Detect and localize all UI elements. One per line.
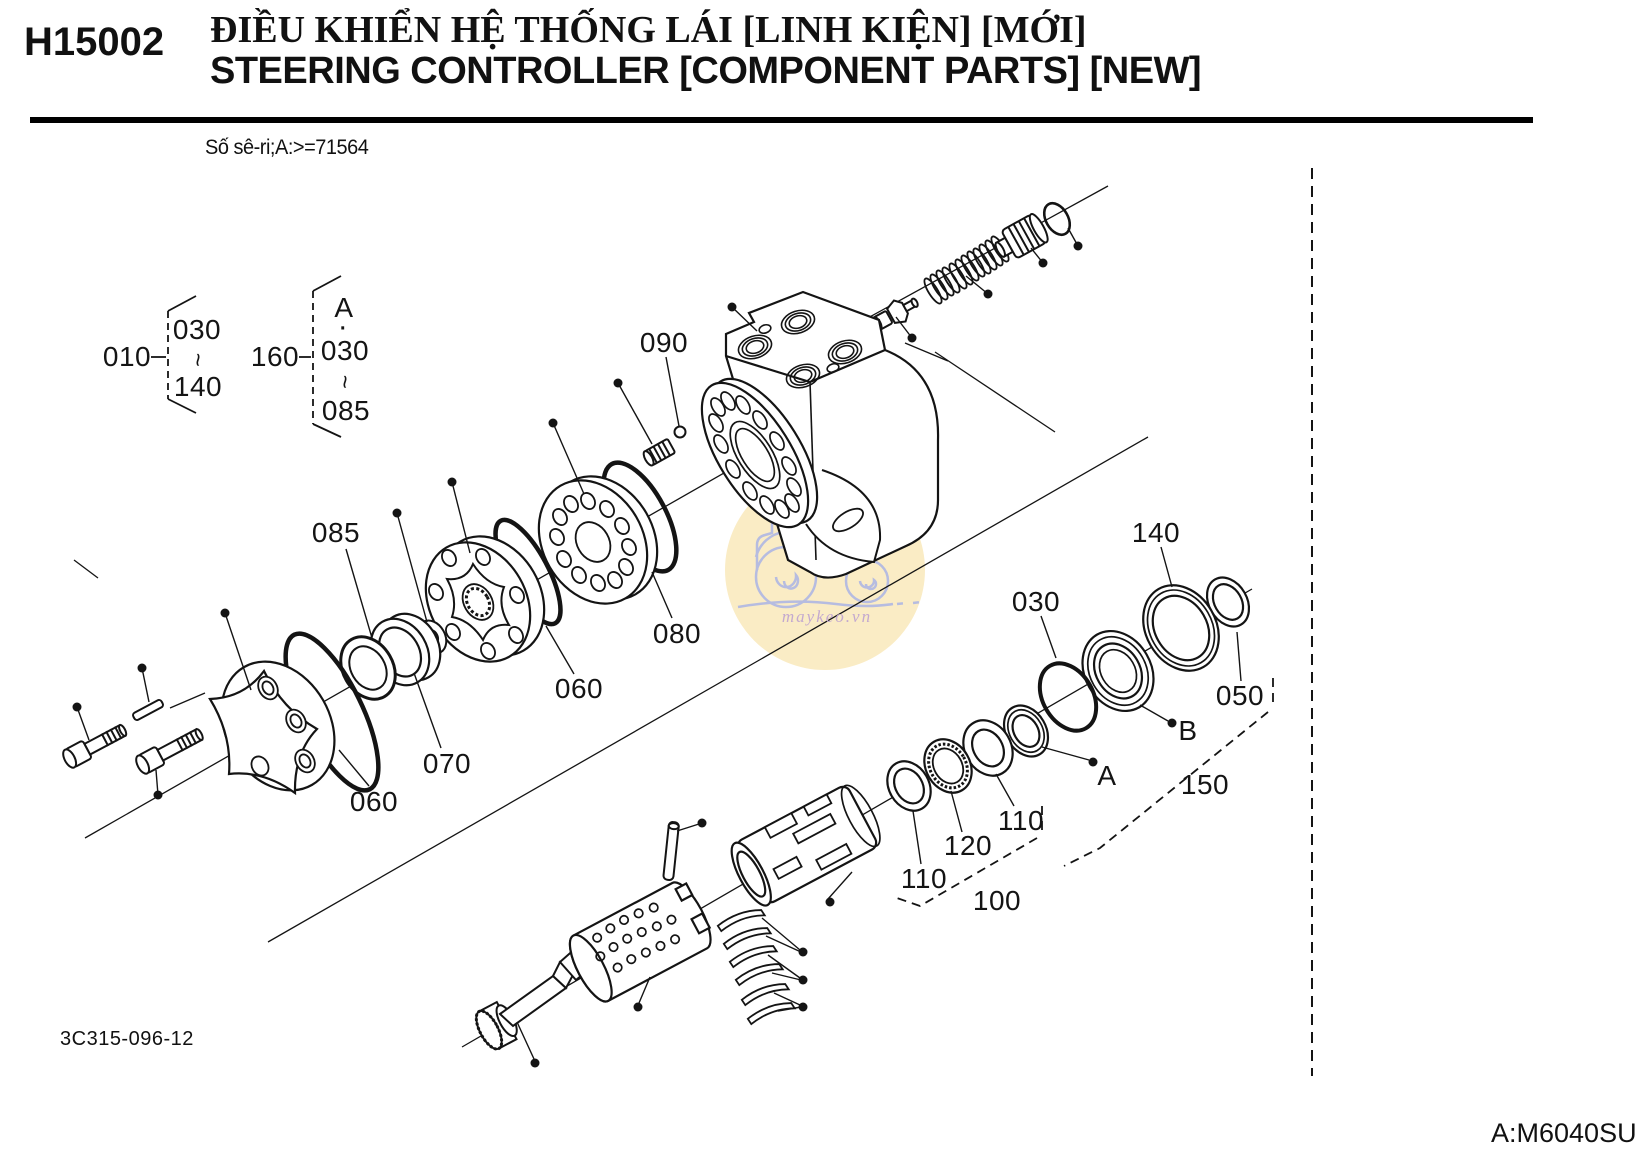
model-note: A:M6040SU (1491, 1118, 1637, 1148)
ref-160-dot: · (337, 310, 349, 343)
callout-085: 085 (311, 517, 361, 548)
ring-110-left (886, 760, 932, 812)
watermark-text: maykeo.vn (781, 607, 873, 626)
page-title-english: STEERING CONTROLLER [COMPONENT PARTS] [N… (210, 50, 1202, 92)
ref-label-010: 010 (102, 341, 152, 372)
callout-090: 090 (639, 327, 689, 358)
leader-lines (76, 227, 1242, 1060)
ref-160-prefix: A (334, 292, 354, 323)
check-plug (642, 438, 676, 467)
relief-valve-o-ring (1042, 201, 1072, 237)
ref-160-range-end: 085 (321, 395, 371, 426)
callout-A: A (1097, 760, 1117, 791)
ref-label-160: 160 (250, 341, 300, 372)
callout-080: 080 (652, 618, 702, 649)
ref-bracket-160 (299, 275, 342, 438)
ring-050 (1205, 576, 1251, 628)
bearing-b (1081, 629, 1155, 713)
serial-note: Số sê-ri;A:>=71564 (205, 136, 369, 159)
check-ball (673, 425, 687, 439)
callout-100: 100 (972, 885, 1022, 916)
callout-110-left: 110 (900, 863, 948, 894)
centering-pin (662, 821, 680, 881)
kit-bracket-150 (1063, 678, 1274, 867)
drive-pin (132, 699, 164, 721)
callout-140: 140 (1131, 517, 1181, 548)
sleeve (730, 784, 881, 907)
leader-dots (72, 241, 1177, 1068)
callout-030: 030 (1011, 586, 1061, 617)
callout-060-left: 060 (349, 786, 399, 817)
relief-valve-plug (994, 213, 1049, 259)
ref-bracket-010 (151, 295, 197, 414)
callout-110-right: 110 (997, 805, 1045, 836)
seal-a (1002, 704, 1050, 758)
callout-050: 050 (1215, 680, 1265, 711)
kit-bracket-100 (893, 806, 1043, 907)
spool (568, 881, 712, 1003)
drawing-code: 3C315-096-12 (60, 1028, 194, 1050)
bearing-120 (923, 738, 973, 794)
dust-seal (339, 635, 397, 701)
page-title-vietnamese: ĐIỀU KHIỂN HỆ THỐNG LÁI [LINH KIỆN] [MỚI… (210, 9, 1087, 51)
ref-010-range-end: 140 (173, 371, 223, 402)
ref-160-range-tilde: ~ (331, 374, 358, 390)
callout-120: 120 (943, 830, 993, 861)
o-ring-030 (1037, 661, 1099, 733)
callout-B: B (1178, 715, 1198, 746)
balance-plate (537, 475, 659, 605)
cover-bolt-2 (135, 727, 204, 775)
valve-housing (700, 290, 940, 579)
end-cover (208, 660, 336, 796)
centering-springs (716, 909, 797, 1026)
ref-010-range-start: 030 (172, 314, 222, 345)
cover-bolt-1 (62, 723, 128, 769)
callout-070: 070 (422, 748, 472, 779)
callout-060-mid: 060 (554, 673, 604, 704)
callout-150: 150 (1180, 769, 1230, 800)
ring-140 (1142, 584, 1220, 672)
page-code: H15002 (24, 20, 165, 64)
ref-010-range-tilde: ~ (184, 352, 211, 368)
gerotor (424, 535, 546, 663)
ref-160-range-start: 030 (320, 335, 370, 366)
header-rule (30, 117, 1533, 123)
